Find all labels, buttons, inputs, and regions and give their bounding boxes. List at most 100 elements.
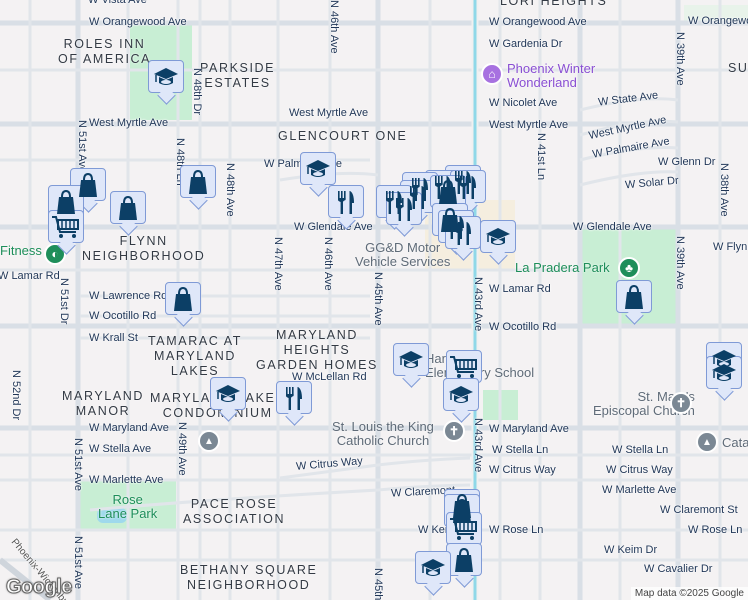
street-label: W Glendale Ave [294, 221, 373, 233]
map-marker-school[interactable] [415, 551, 451, 584]
shopping-bag-icon [172, 286, 194, 312]
street-label: W Orangewood Ave [89, 16, 187, 28]
fork-knife-icon [452, 220, 474, 246]
fork-knife-icon [393, 196, 415, 222]
street-label: W Stella Ln [612, 444, 669, 456]
shopping-cart-icon [51, 214, 81, 240]
map-marker-school[interactable] [393, 343, 429, 376]
street-label: West Myrtle Ave [289, 107, 369, 119]
street-label: W Ocotillo Rd [489, 321, 557, 333]
street-label: W Lamar Rd [0, 270, 60, 282]
map-marker-shopping[interactable] [616, 280, 652, 313]
neighborhood-label: SU [728, 61, 748, 75]
school-poi-icon[interactable]: ▲ [696, 431, 718, 453]
poi-fitness-label[interactable]: Fitness [0, 243, 42, 258]
street-label: W Nicolet Ave [489, 97, 558, 109]
event-venue-icon[interactable]: ⌂ [481, 63, 503, 85]
map-marker-school[interactable] [706, 356, 742, 389]
neighborhood-label: LORI HEIGHTS [500, 0, 608, 8]
shopping-bag-icon [437, 179, 459, 205]
church-icon[interactable]: ✝ [670, 392, 692, 414]
map-marker-shopping[interactable] [446, 543, 482, 576]
street-label: W Lawrence Rd [89, 290, 168, 302]
poi-cata-label[interactable]: Cata [722, 435, 748, 450]
street-label: N 47th Ave [272, 237, 284, 291]
street-label: W Keim Dr [604, 544, 658, 556]
graduation-cap-icon [420, 557, 446, 579]
shopping-bag-icon [55, 189, 77, 215]
street-label: N 39th Ave [674, 32, 686, 86]
street-label: N 43rd Ave [472, 418, 484, 473]
map-marker-restaurant[interactable] [276, 381, 312, 414]
map-marker-school[interactable] [443, 378, 479, 411]
map-marker-restaurant[interactable] [328, 185, 364, 218]
street-label: W Flynn [713, 241, 748, 253]
graduation-cap-icon [215, 383, 241, 405]
street-label: W Lamar Rd [489, 283, 551, 295]
neighborhood-label: GLENCOURT ONE [278, 129, 408, 143]
street-label: N 51st Dr [58, 278, 70, 325]
tree-icon[interactable]: ♣ [618, 257, 640, 279]
street-label: N 48th Ave [224, 163, 236, 217]
street-label: W Marlette Ave [89, 474, 164, 486]
map-marker-restaurant[interactable] [445, 216, 481, 249]
poi-la-pradera-park[interactable]: La Pradera Park [515, 260, 610, 275]
map-marker-school[interactable] [480, 220, 516, 253]
street-label: N 48th Dr [191, 68, 203, 116]
street-label: W Claremont St [660, 504, 738, 516]
graduation-cap-icon [153, 66, 179, 88]
map-marker-school[interactable] [300, 152, 336, 185]
shopping-bag-icon [77, 172, 99, 198]
map-marker-shopping[interactable] [180, 165, 216, 198]
map-marker-school[interactable] [210, 377, 246, 410]
map-marker-shopping[interactable] [110, 191, 146, 224]
graduation-cap-icon [398, 349, 424, 371]
church-icon[interactable]: ✝ [443, 420, 465, 442]
map-marker-cart[interactable] [48, 210, 84, 243]
street-label: W Stella Ave [89, 443, 152, 455]
street-label: N 51st Ave [72, 536, 84, 589]
fork-knife-icon [335, 189, 357, 215]
street-label: W Glenn Dr [658, 156, 716, 168]
map-marker-cart[interactable] [446, 512, 482, 545]
street-label: W Gardenia Dr [489, 38, 563, 50]
street-label: W Cavalier Dr [644, 563, 713, 575]
shopping-bag-icon [451, 498, 473, 524]
street-label: West Myrtle Ave [89, 117, 169, 129]
graduation-cap-icon [711, 362, 737, 384]
map-marker-shopping[interactable] [165, 282, 201, 315]
street-label: W Vista Ave [88, 0, 147, 6]
map-marker-cart[interactable] [446, 350, 482, 383]
map-marker-school[interactable] [148, 60, 184, 93]
street-label: W Orangewood Ave [688, 15, 748, 27]
graduation-cap-icon [448, 384, 474, 406]
street-label: West Myrtle Ave [489, 119, 569, 131]
map-attribution[interactable]: Map data ©2025 Google [630, 587, 748, 600]
street-label: N 46th Ave [322, 237, 334, 291]
street-label: N 38th Ave [718, 163, 730, 217]
street-label: W Stella Ln [492, 444, 549, 456]
street-label: W Citrus Way [606, 464, 673, 476]
shopping-bag-icon [453, 547, 475, 573]
google-logo: Google [6, 576, 73, 599]
shopping-bag-icon [117, 195, 139, 221]
street-label: W Ocotillo Rd [89, 310, 157, 322]
street-label: N 52nd Dr [10, 370, 22, 421]
graduation-cap-icon [485, 226, 511, 248]
street-label: W McLellan Rd [292, 371, 367, 383]
fork-knife-icon [283, 385, 305, 411]
street-label: W Krall St [89, 332, 138, 344]
school-poi-icon[interactable]: ▲ [198, 430, 220, 452]
shopping-bag-icon [187, 169, 209, 195]
